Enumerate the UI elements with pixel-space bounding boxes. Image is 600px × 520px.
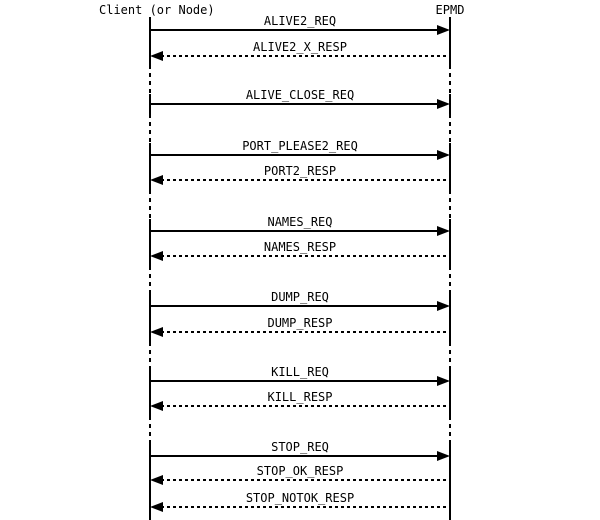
- lifeline-client-solid-segment: [149, 17, 151, 65]
- message-label: STOP_REQ: [271, 440, 329, 454]
- message-line: [161, 506, 450, 508]
- arrowhead-left-icon: [150, 175, 163, 185]
- lifeline-client-dotted-segment: [149, 416, 151, 444]
- lifeline-epmd-solid-segment: [449, 294, 451, 342]
- message-line: [161, 479, 450, 481]
- lifeline-client-dotted-segment: [149, 114, 151, 143]
- arrowhead-right-icon: [437, 99, 450, 109]
- message-line: [150, 455, 439, 457]
- arrowhead-left-icon: [150, 475, 163, 485]
- lifeline-epmd-solid-segment: [449, 17, 451, 65]
- message-label: ALIVE_CLOSE_REQ: [245, 88, 355, 102]
- lifeline-client-solid-segment: [149, 294, 151, 342]
- lifeline-client-dotted-segment: [149, 190, 151, 219]
- lifeline-epmd-solid-segment: [449, 143, 451, 190]
- arrowhead-right-icon: [437, 451, 450, 461]
- actor-label-client: Client (or Node): [99, 3, 215, 17]
- lifeline-client-dotted-segment: [149, 342, 151, 369]
- lifeline-epmd-dotted-segment: [449, 65, 451, 94]
- message-line: [150, 305, 439, 307]
- lifeline-client-solid-segment: [149, 143, 151, 190]
- arrowhead-left-icon: [150, 502, 163, 512]
- arrowhead-right-icon: [437, 376, 450, 386]
- lifeline-client-solid-segment: [149, 369, 151, 416]
- message-line: [161, 179, 450, 181]
- message-label: DUMP_REQ: [271, 290, 329, 304]
- message-label: ALIVE2_REQ: [263, 14, 337, 28]
- message-label: ALIVE2_X_RESP: [253, 40, 347, 54]
- arrowhead-left-icon: [150, 327, 163, 337]
- message-label: PORT_PLEASE2_REQ: [242, 139, 358, 153]
- message-line: [161, 55, 450, 57]
- message-label: STOP_NOTOK_RESP: [245, 491, 355, 505]
- lifeline-epmd-dotted-segment: [449, 342, 451, 369]
- lifeline-epmd-dotted-segment: [449, 266, 451, 294]
- actor-label-epmd: EPMD: [435, 3, 465, 17]
- lifeline-epmd-dotted-segment: [449, 190, 451, 219]
- arrowhead-right-icon: [437, 301, 450, 311]
- message-line: [150, 154, 439, 156]
- lifeline-epmd-dotted-segment: [449, 114, 451, 143]
- message-label: STOP_OK_RESP: [256, 464, 344, 478]
- arrowhead-right-icon: [437, 25, 450, 35]
- message-line: [161, 405, 450, 407]
- lifeline-epmd-solid-segment: [449, 94, 451, 114]
- lifeline-client-dotted-segment: [149, 65, 151, 94]
- arrowhead-left-icon: [150, 51, 163, 61]
- message-label: NAMES_RESP: [263, 240, 337, 254]
- lifeline-client-dotted-segment: [149, 266, 151, 294]
- message-label: NAMES_REQ: [267, 215, 333, 229]
- message-line: [150, 380, 439, 382]
- message-label: KILL_RESP: [267, 390, 333, 404]
- message-line: [161, 255, 450, 257]
- message-line: [150, 103, 439, 105]
- message-label: PORT2_RESP: [263, 164, 337, 178]
- message-line: [150, 230, 439, 232]
- message-line: [161, 331, 450, 333]
- lifeline-epmd-solid-segment: [449, 369, 451, 416]
- arrowhead-right-icon: [437, 150, 450, 160]
- message-label: DUMP_RESP: [267, 316, 333, 330]
- arrowhead-left-icon: [150, 401, 163, 411]
- lifeline-epmd-solid-segment: [449, 444, 451, 520]
- arrowhead-left-icon: [150, 251, 163, 261]
- arrowhead-right-icon: [437, 226, 450, 236]
- lifeline-epmd-dotted-segment: [449, 416, 451, 444]
- message-line: [150, 29, 439, 31]
- message-label: KILL_REQ: [271, 365, 329, 379]
- lifeline-epmd-solid-segment: [449, 219, 451, 266]
- lifeline-client-solid-segment: [149, 219, 151, 266]
